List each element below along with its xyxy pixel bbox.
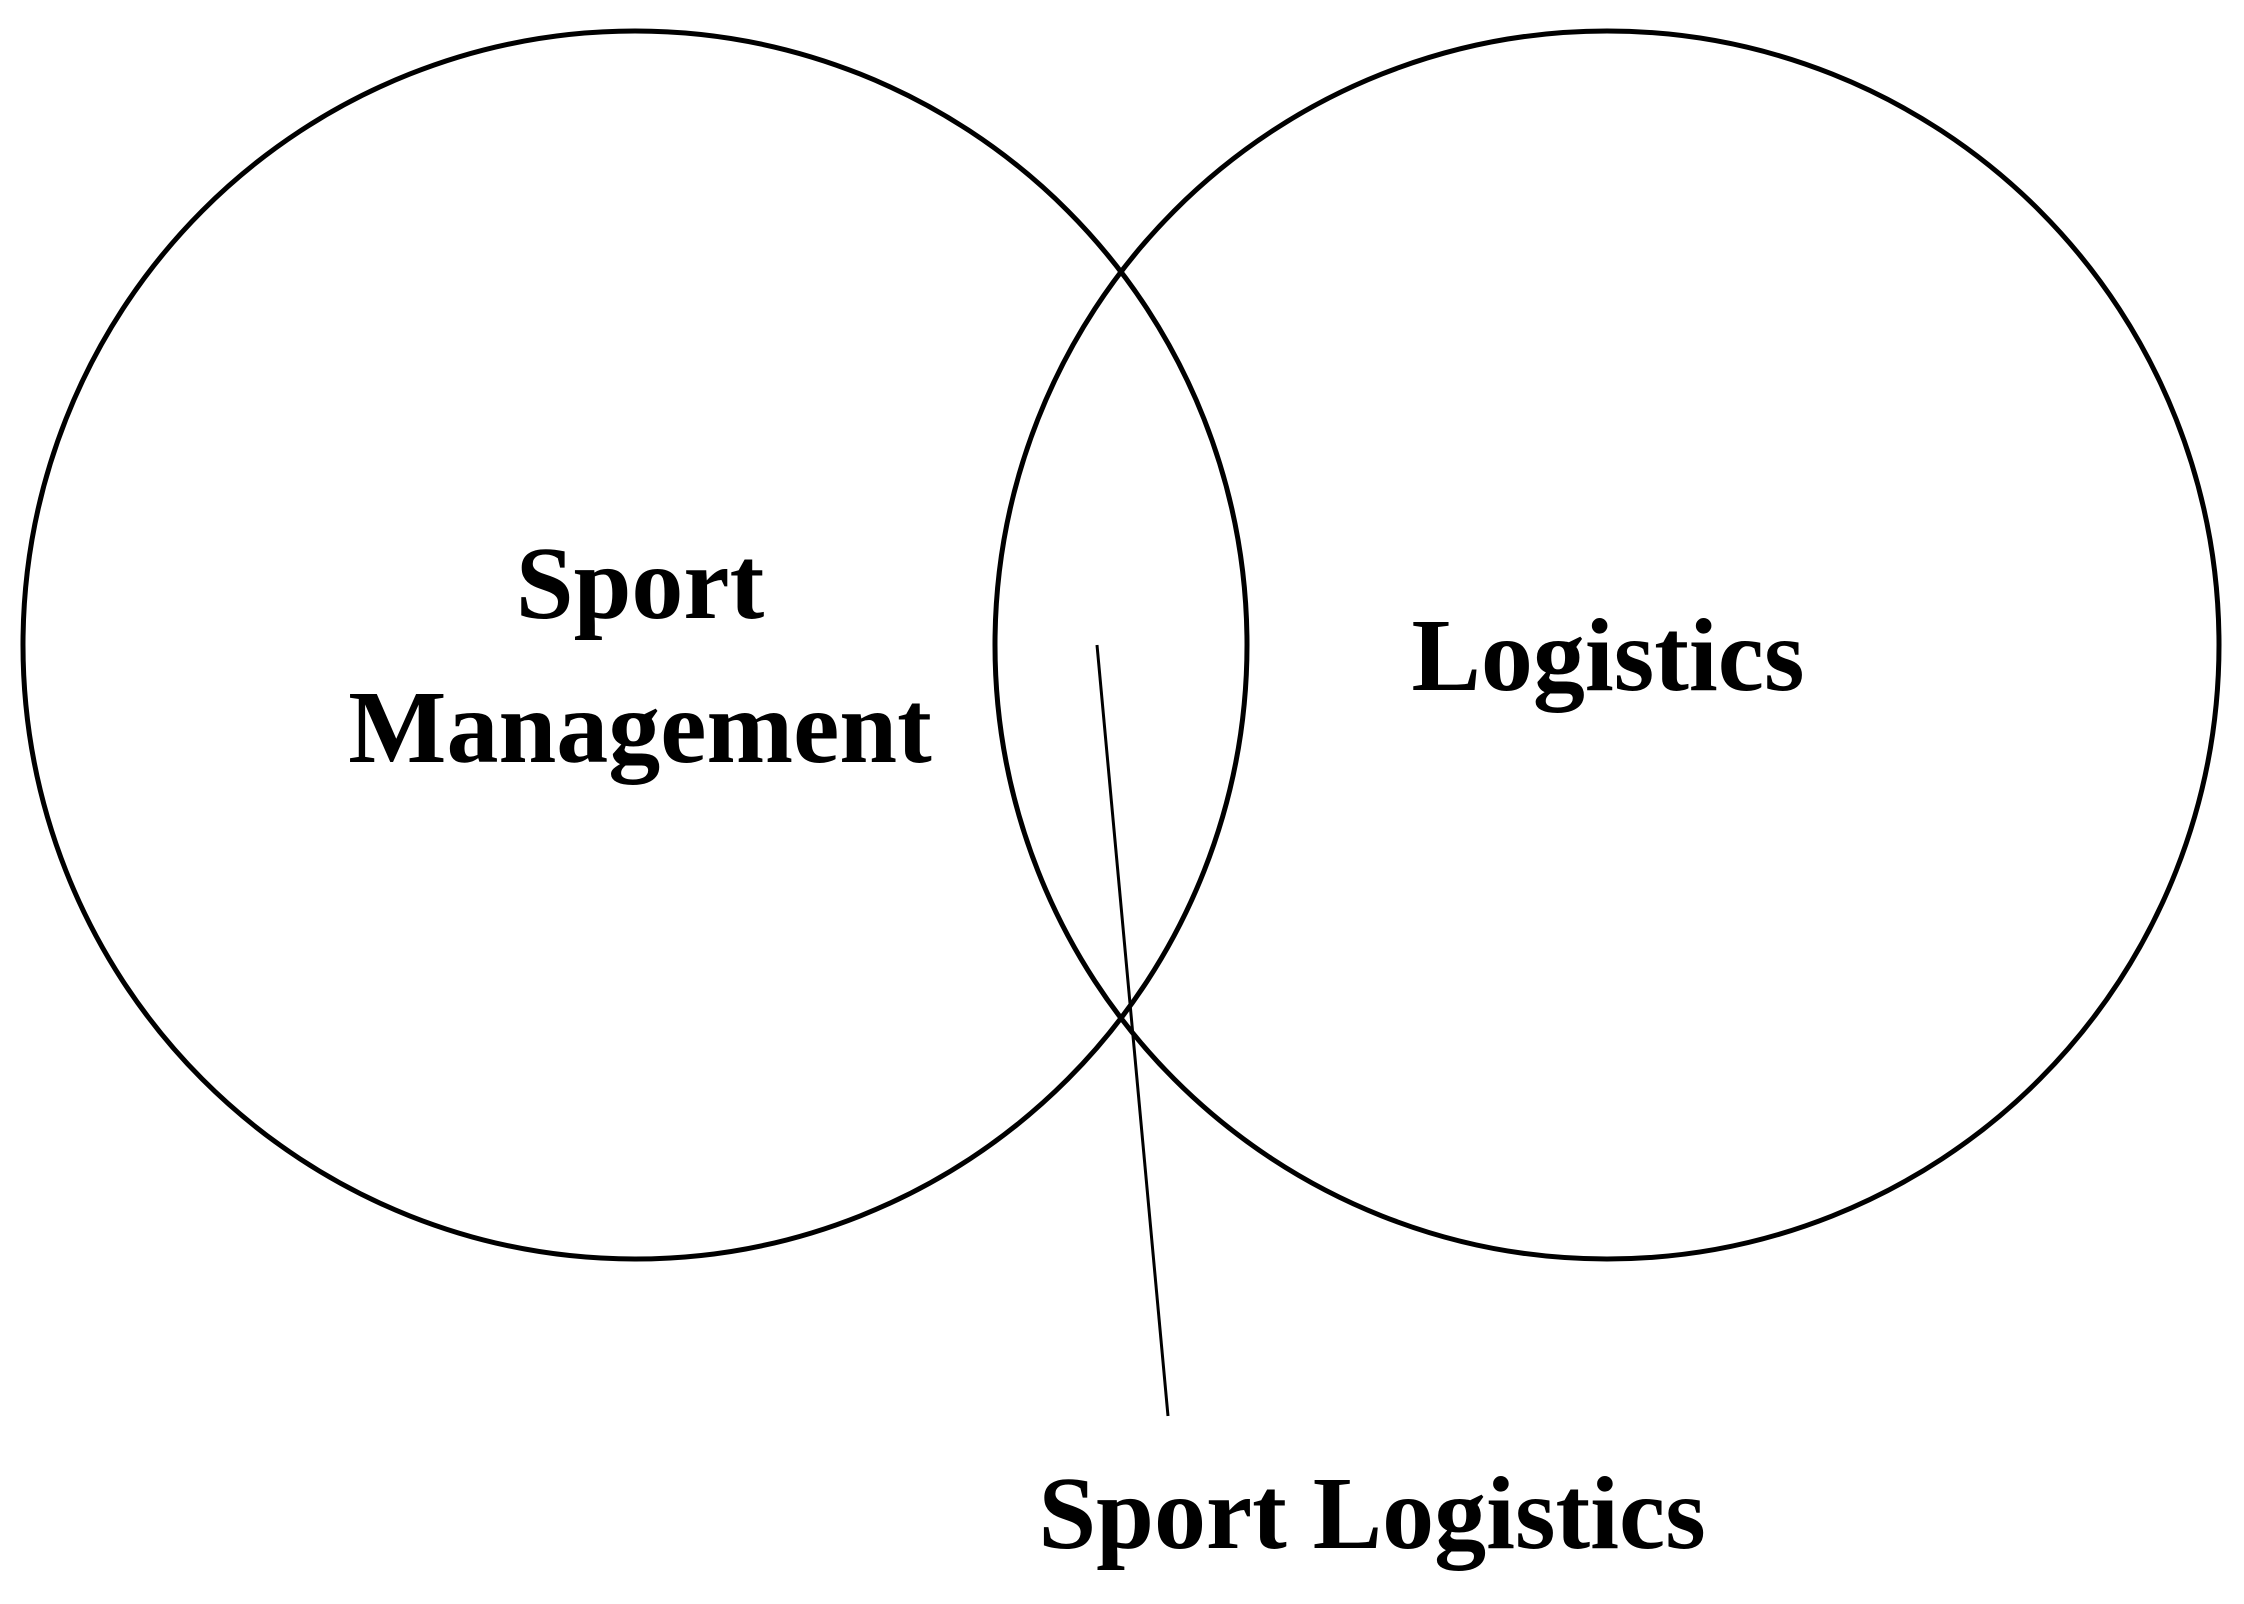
logistics-label: Logistics	[1412, 598, 1805, 713]
intersection-pointer-line	[1095, 644, 1170, 1417]
sport-logistics-label: Sport Logistics	[1038, 1456, 1705, 1571]
sport-management-label-line-2: Management	[348, 670, 932, 785]
sport-management-label-line-1: Sport	[516, 526, 765, 641]
logistics-circle	[992, 28, 2222, 1262]
sport-management-circle	[20, 28, 1250, 1262]
